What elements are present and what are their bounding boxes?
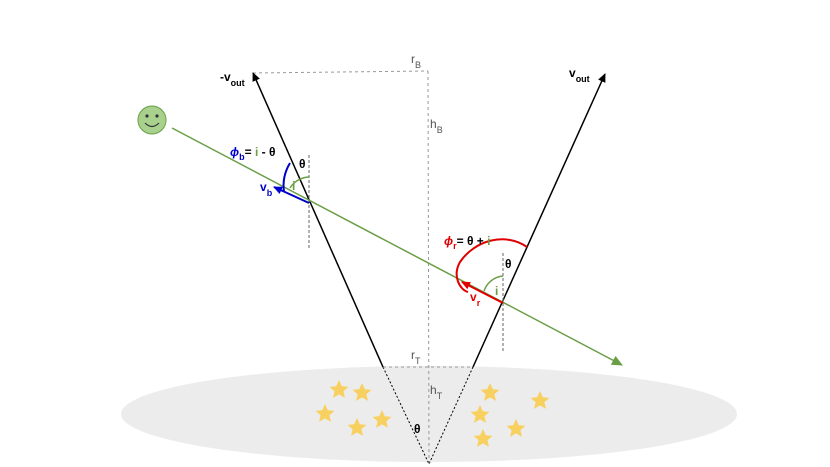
star-icon-group	[315, 380, 550, 447]
cone-wall-left	[252, 72, 384, 368]
v-b-arrow	[273, 186, 310, 204]
theta-bottom-label: θ	[414, 422, 421, 436]
star-icon	[329, 380, 349, 398]
i-left-label: i	[292, 179, 295, 193]
smiley-face-icon	[137, 105, 167, 135]
phi-r-equation: ϕr= θ + i	[444, 234, 490, 251]
h-b-label: hB	[430, 117, 443, 135]
star-icon	[315, 404, 335, 422]
star-icon	[506, 419, 526, 437]
h-t-label: hT	[430, 383, 443, 401]
v-r-arrow	[461, 281, 504, 304]
theta-left-label: θ	[299, 157, 306, 171]
phi-r-arc	[455, 238, 528, 293]
angle-i-arc-left	[289, 176, 310, 189]
cone-wall-right	[472, 73, 606, 368]
angle-i-arc-right	[483, 275, 504, 292]
r-b-label: rB	[411, 52, 421, 70]
cone-dotted-right	[428, 366, 474, 465]
r-t-label: rT	[411, 348, 421, 366]
line-of-sight	[171, 127, 623, 366]
phi-b-arc	[282, 162, 291, 193]
theta-right-label: θ	[505, 257, 512, 271]
star-icon	[530, 391, 550, 409]
phi-b-equation: ϕb= i - θ	[230, 145, 275, 162]
star-icon	[352, 383, 372, 401]
v-r-label: vr	[470, 290, 481, 308]
cone-dotted-left	[382, 366, 430, 465]
v-out-label: vout	[569, 66, 590, 84]
star-icon	[347, 418, 367, 436]
i-right-label: i	[495, 284, 498, 298]
star-icon	[480, 383, 500, 401]
minus-v-out-label: -vout	[220, 70, 245, 88]
r-b-dashed-line	[252, 70, 429, 74]
star-icon	[470, 405, 490, 423]
v-b-label: vb	[260, 180, 273, 198]
star-icon	[473, 429, 493, 447]
star-icon	[372, 410, 392, 428]
